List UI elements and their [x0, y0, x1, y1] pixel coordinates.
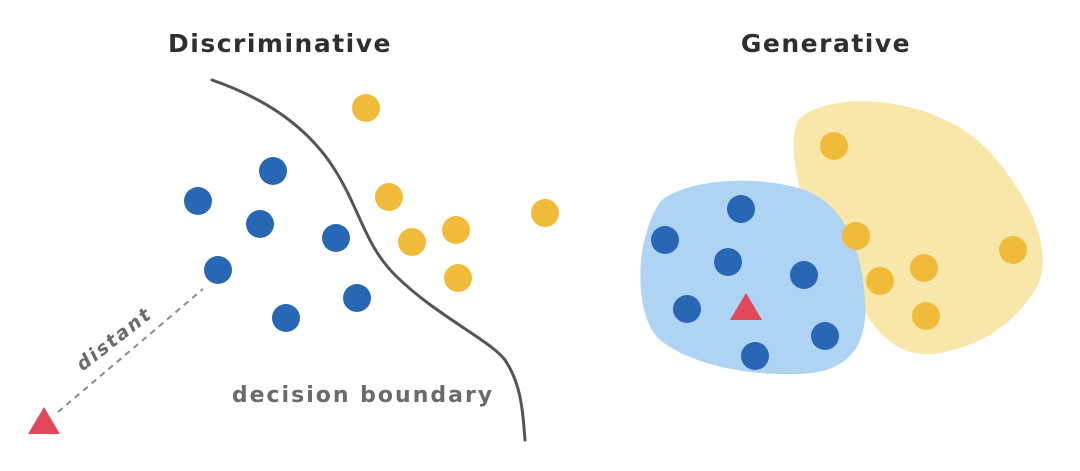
- query-point-triangle: [730, 293, 762, 320]
- query-point-triangle: [28, 407, 60, 434]
- class-a-point: [651, 226, 679, 254]
- class-a-point: [272, 304, 300, 332]
- class-b-point: [820, 132, 848, 160]
- class-b-point: [444, 264, 472, 292]
- class-b-point: [375, 183, 403, 211]
- class-a-region: [640, 180, 866, 375]
- class-a-point: [259, 157, 287, 185]
- class-b-point: [442, 216, 470, 244]
- class-b-point: [531, 199, 559, 227]
- class-a-point: [246, 210, 274, 238]
- class-a-point: [343, 284, 371, 312]
- generative-panel: Generative: [640, 29, 1043, 375]
- distance-dashed-line: [57, 288, 204, 413]
- generative-title: Generative: [741, 29, 911, 58]
- class-b-point: [398, 228, 426, 256]
- class-b-point: [352, 94, 380, 122]
- discriminative-panel: Discriminative distant decision boundary: [28, 29, 559, 442]
- class-a-point: [322, 224, 350, 252]
- class-a-point: [790, 261, 818, 289]
- class-b-point: [842, 222, 870, 250]
- class-b-point: [999, 236, 1027, 264]
- class-a-point: [741, 342, 769, 370]
- class-a-point: [184, 187, 212, 215]
- class-a-point: [811, 322, 839, 350]
- decision-boundary-curve: [210, 78, 527, 442]
- discriminative-title: Discriminative: [168, 29, 392, 58]
- class-b-point: [866, 267, 894, 295]
- class-a-point: [204, 256, 232, 284]
- class-a-point: [673, 295, 701, 323]
- class-a-point: [727, 195, 755, 223]
- class-b-point: [910, 254, 938, 282]
- decision-boundary-label: decision boundary: [232, 383, 494, 408]
- class-a-point: [714, 248, 742, 276]
- class-b-point: [912, 302, 940, 330]
